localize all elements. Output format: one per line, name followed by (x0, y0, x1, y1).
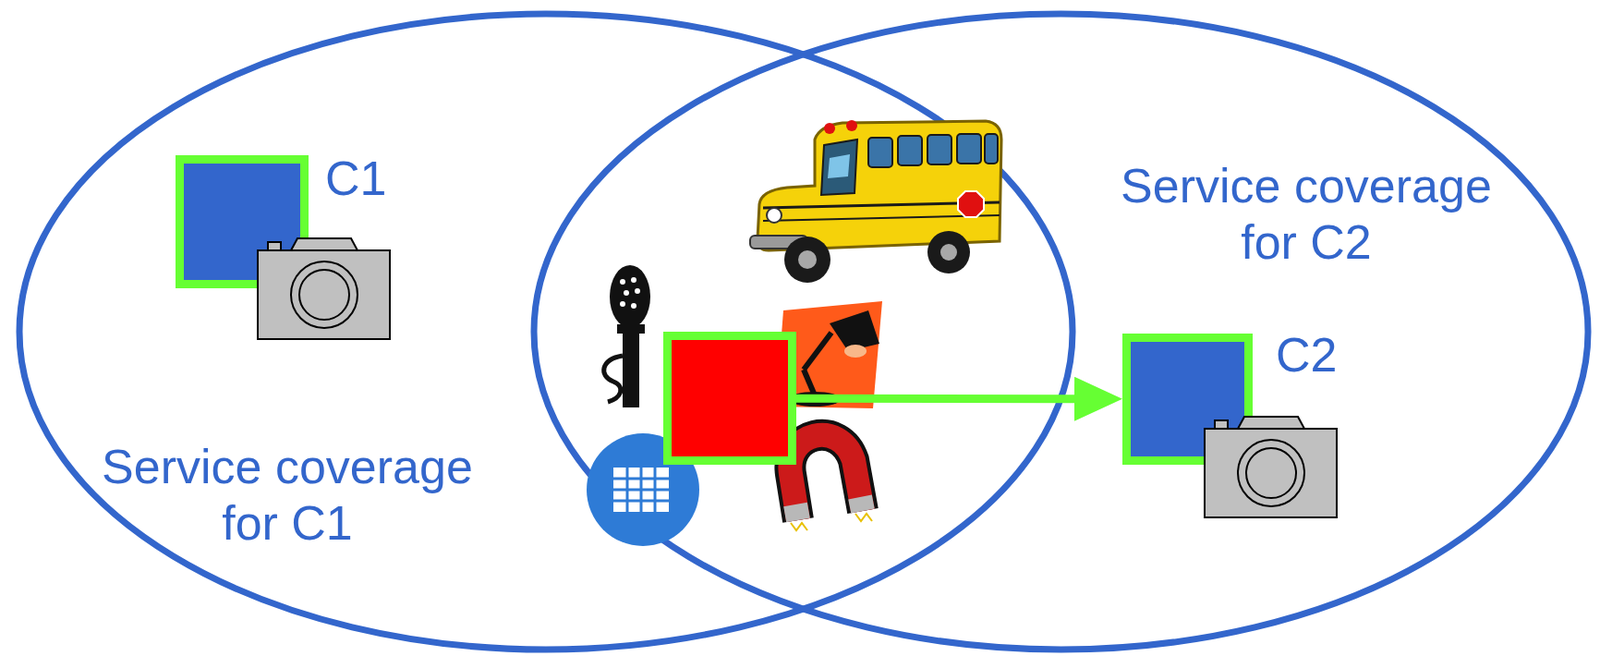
box-label: C1 (325, 154, 387, 203)
ellipse-line (19, 13, 1073, 650)
flow-arrow (796, 394, 1084, 404)
coverage-label: Service coverage for C2 (1098, 157, 1515, 271)
coverage-ellipse: C1Service coverage for C1 (15, 10, 1077, 654)
coverage-label: Service coverage for C1 (79, 438, 496, 552)
box-label: C2 (1275, 330, 1337, 379)
magnet-icon (789, 435, 873, 531)
camera-box: C2 (1122, 333, 1253, 465)
ellipse-outline (15, 10, 1077, 654)
ellipse-line (533, 13, 1588, 650)
microphone-icon (604, 265, 651, 408)
target-box (663, 331, 797, 465)
school-bus-icon (750, 120, 1002, 283)
camera-box: C1 (175, 155, 309, 289)
